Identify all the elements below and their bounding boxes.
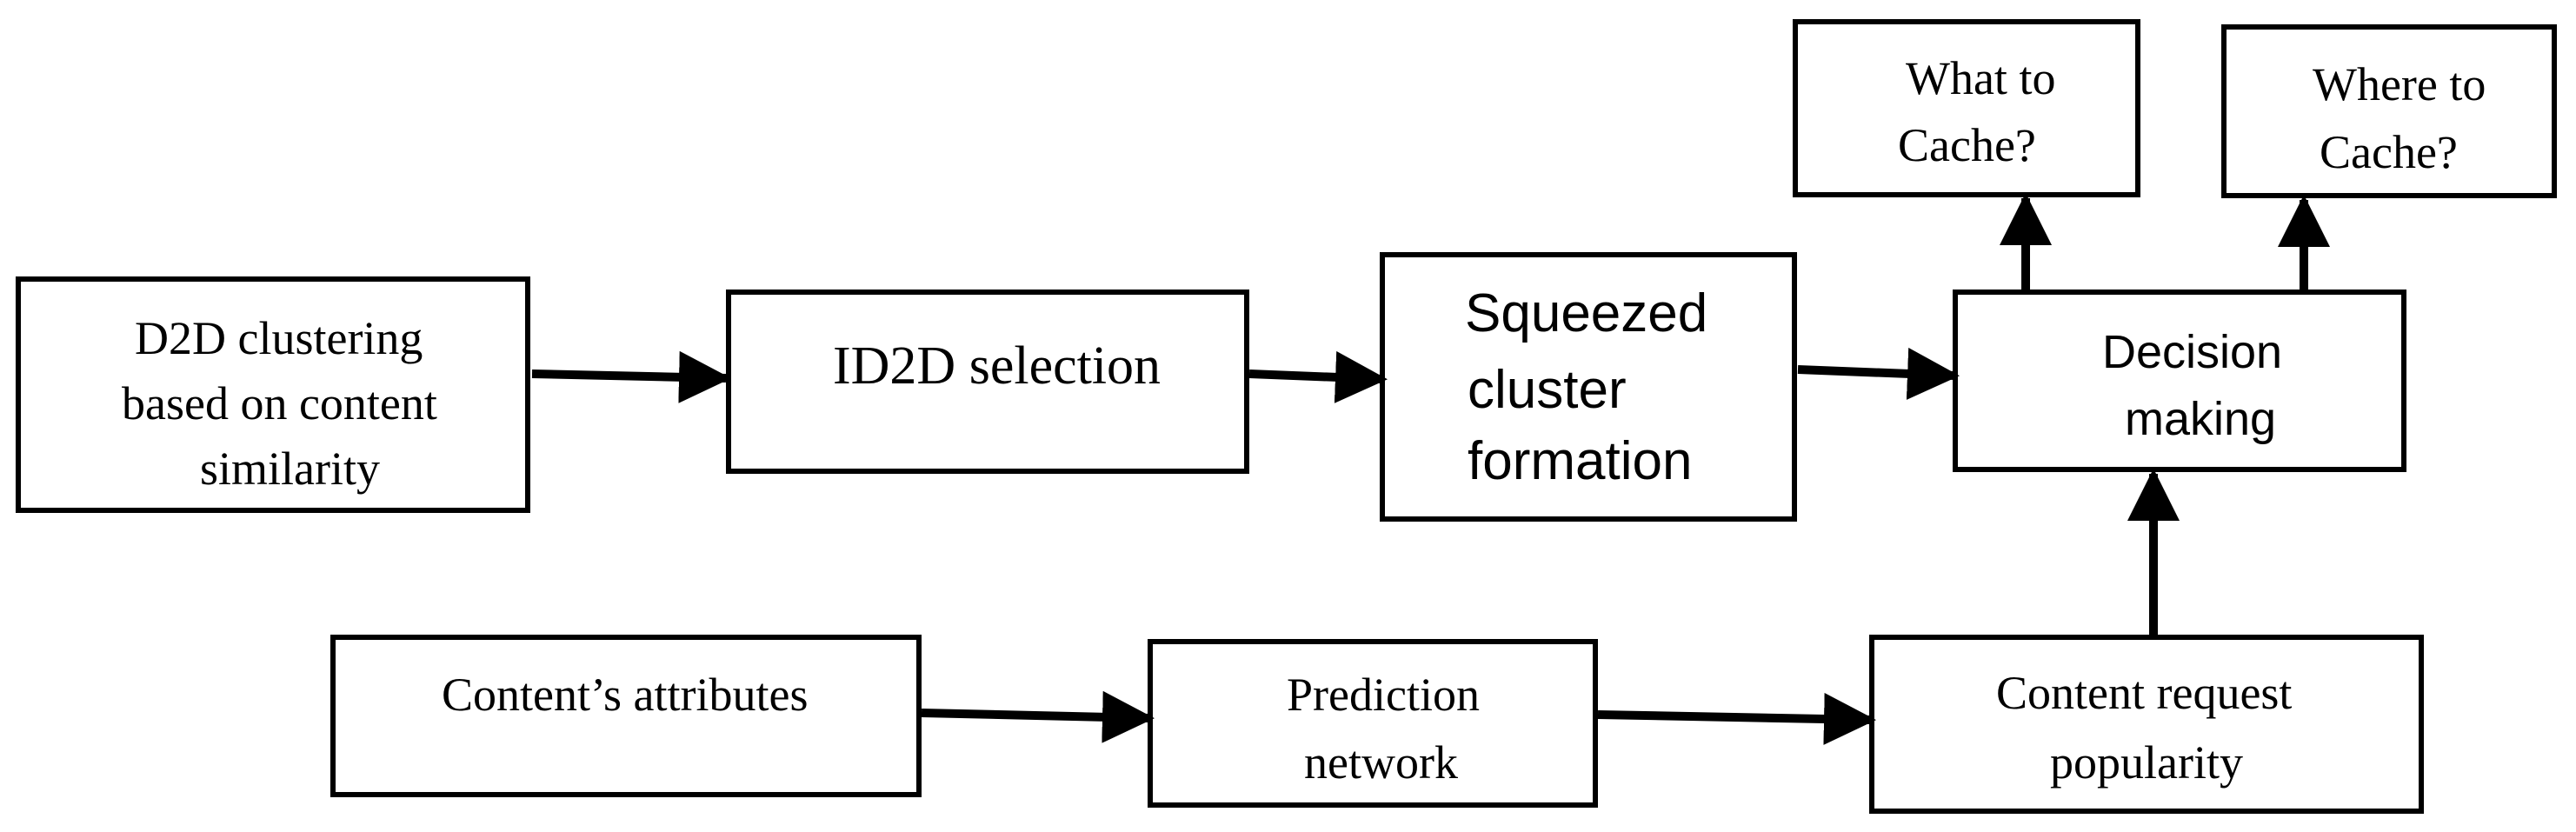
node-id2d-selection-label: ID2D selection <box>833 336 1162 396</box>
node-where-to-cache <box>2221 24 2557 198</box>
edge-prediction-to-popularity <box>1597 692 1876 745</box>
edge-squeezed-to-decision <box>1797 347 1960 400</box>
node-d2d-clustering-line-1: D2D clustering <box>135 312 423 364</box>
node-what-to-cache <box>1793 19 2140 197</box>
node-prediction-network <box>1148 639 1598 808</box>
node-what-to-cache-line-1: What to <box>1906 52 2056 104</box>
node-prediction-line-2: network <box>1304 736 1458 789</box>
node-decision-making <box>1953 290 2406 472</box>
node-contents-attributes <box>330 635 922 797</box>
node-popularity-line-1: Content request <box>1996 667 2293 719</box>
node-decision-line-2: making <box>2125 393 2277 445</box>
edge-id2d-to-squeezed <box>1248 350 1388 403</box>
node-squeezed-line-3: formation <box>1468 431 1693 491</box>
node-popularity-line-2: popularity <box>2050 736 2243 789</box>
node-id2d-selection <box>726 290 1249 474</box>
node-what-to-cache-line-2: Cache? <box>1898 119 2036 171</box>
edge-attributes-to-prediction <box>921 690 1155 743</box>
node-d2d-clustering-line-2: based on content <box>122 377 437 429</box>
node-where-to-cache-line-2: Cache? <box>2320 126 2458 178</box>
node-where-to-cache-line-1: Where to <box>2313 58 2486 110</box>
node-d2d-clustering-line-3: similarity <box>200 443 380 495</box>
node-squeezed-line-1: Squeezed <box>1465 283 1708 343</box>
node-decision-line-1: Decision <box>2102 326 2283 378</box>
node-prediction-line-1: Prediction <box>1287 669 1480 721</box>
edge-d2d-to-id2d <box>531 350 731 403</box>
node-squeezed-line-2: cluster <box>1468 360 1627 420</box>
node-d2d-clustering <box>16 276 530 513</box>
node-contents-attributes-label: Content’s attributes <box>442 669 809 721</box>
